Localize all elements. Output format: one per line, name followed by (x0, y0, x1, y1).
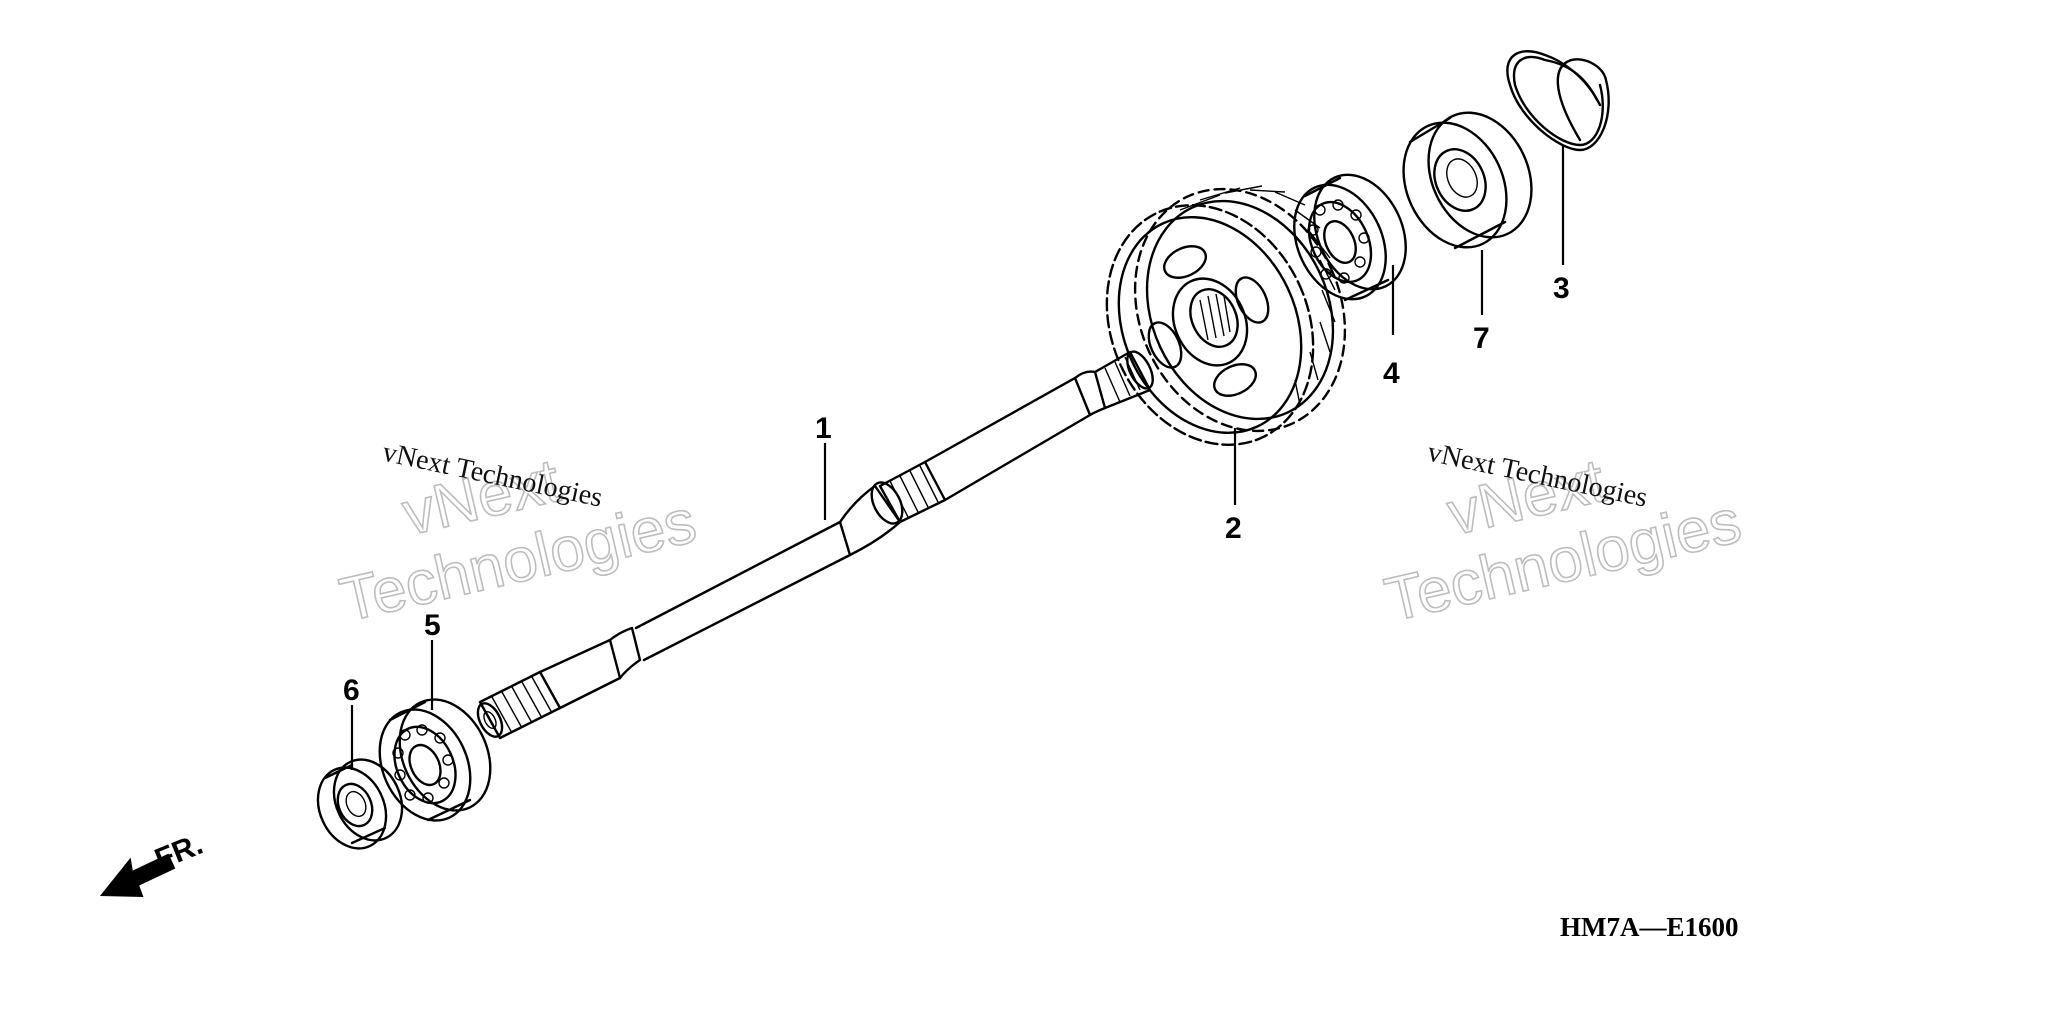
driven-gear (1105, 185, 1347, 446)
oil-seal-6 (316, 758, 404, 850)
callout-2: 2 (1225, 512, 1242, 545)
callout-1: 1 (815, 412, 832, 445)
watermark-left: vNext Technologies vNext Technologies (333, 437, 703, 636)
ball-bearing-4 (1293, 173, 1407, 302)
front-arrow-icon (99, 853, 176, 898)
callout-3: 3 (1553, 272, 1570, 305)
diagram-code: HM7A—E1600 (1560, 912, 1739, 942)
ball-bearing-5 (378, 698, 492, 822)
front-label: FR. (150, 828, 207, 877)
circlip-3 (1506, 50, 1610, 152)
callout-6: 6 (343, 674, 360, 707)
callout-7: 7 (1473, 322, 1490, 355)
callout-4: 4 (1383, 357, 1400, 390)
callout-5: 5 (424, 609, 441, 642)
leader-lines (350, 145, 1565, 770)
watermark-right: vNext Technologies vNext Technologies (1378, 437, 1748, 636)
oil-seal-7 (1402, 111, 1533, 250)
main-shaft (476, 350, 1154, 740)
front-direction-indicator: FR. (99, 828, 207, 898)
